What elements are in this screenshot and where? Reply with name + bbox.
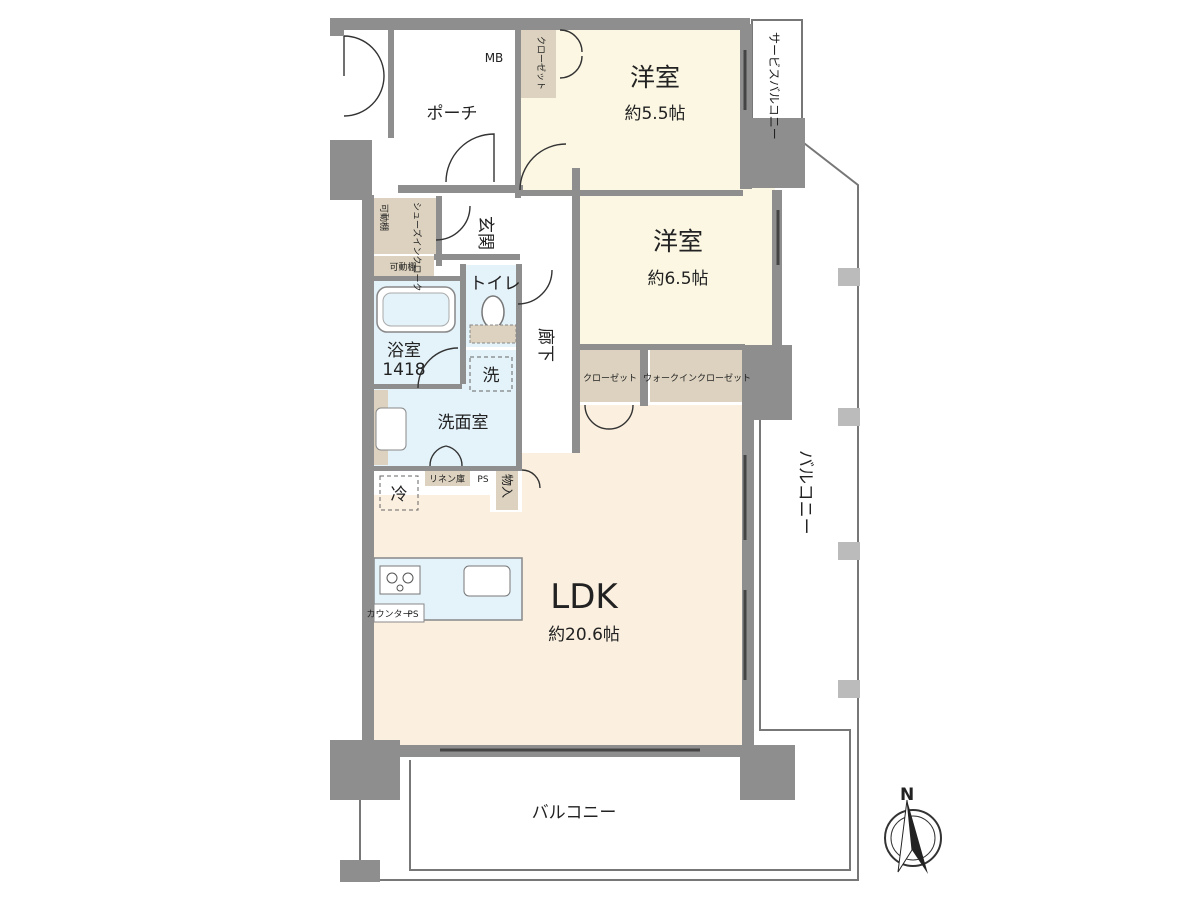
fixtures	[373, 286, 517, 623]
toilet-label: トイレ	[470, 274, 521, 294]
service-balcony-label: サービスバルコニー	[767, 32, 781, 140]
stove-icon	[379, 565, 421, 595]
fridge-label: 冷	[391, 485, 408, 505]
labels: ポーチ MB クローゼット 洋室 約5.5帖 サービスバルコニー 洋室 約6.5…	[366, 32, 815, 823]
movable-shelf-2-label: 可動棚	[389, 261, 416, 273]
shoe-in-cloak-label: シューズインクローク	[411, 202, 423, 292]
bath-size: 1418	[382, 360, 425, 380]
kitchen-sink-icon	[463, 565, 511, 597]
washroom-label: 洗面室	[438, 413, 489, 433]
western2-size: 約6.5帖	[647, 269, 708, 289]
storage-label: 物入	[500, 474, 514, 498]
ldk-floor	[372, 405, 745, 745]
movable-shelf-1-label: 可動棚	[378, 204, 390, 231]
bath-name: 浴室	[387, 341, 421, 361]
closet-small-label: クローゼット	[535, 36, 547, 90]
linen-label: リネン庫	[429, 473, 465, 485]
ps-1-label: PS	[477, 475, 488, 485]
ps-2-label: PS	[407, 610, 418, 620]
western1-name: 洋室	[630, 63, 680, 92]
compass: N	[884, 785, 942, 874]
balcony-south-label: バルコニー	[532, 803, 617, 823]
counter-label: カウンター	[366, 609, 411, 620]
porch-label: ポーチ	[427, 104, 478, 124]
western2-name: 洋室	[653, 227, 703, 256]
walk-in-closet-label: ウォークインクローゼット	[643, 372, 751, 384]
western1-size: 約5.5帖	[624, 104, 685, 124]
western2-floor	[580, 168, 775, 346]
sink-icon	[375, 407, 407, 451]
entrance-label: 玄関	[475, 216, 495, 250]
fridge-space-icon	[379, 475, 419, 511]
balcony-east-label: バルコニー	[795, 450, 815, 535]
walls	[330, 18, 805, 882]
toilet-icon	[481, 295, 505, 329]
ldk-name: LDK	[550, 577, 619, 617]
mb-label: MB	[485, 51, 504, 65]
closet-a-label: クローゼット	[583, 372, 637, 384]
compass-north-label: N	[900, 785, 914, 805]
ldk-size: 約20.6帖	[548, 625, 620, 645]
compass-circle	[884, 809, 942, 867]
corridor-label: 廊下	[535, 328, 555, 362]
washer-space-icon	[469, 356, 513, 392]
balcony-outline	[359, 19, 860, 881]
compass-arrow-icon	[907, 800, 928, 874]
doors	[343, 29, 780, 752]
washer-label: 洗	[483, 366, 500, 386]
